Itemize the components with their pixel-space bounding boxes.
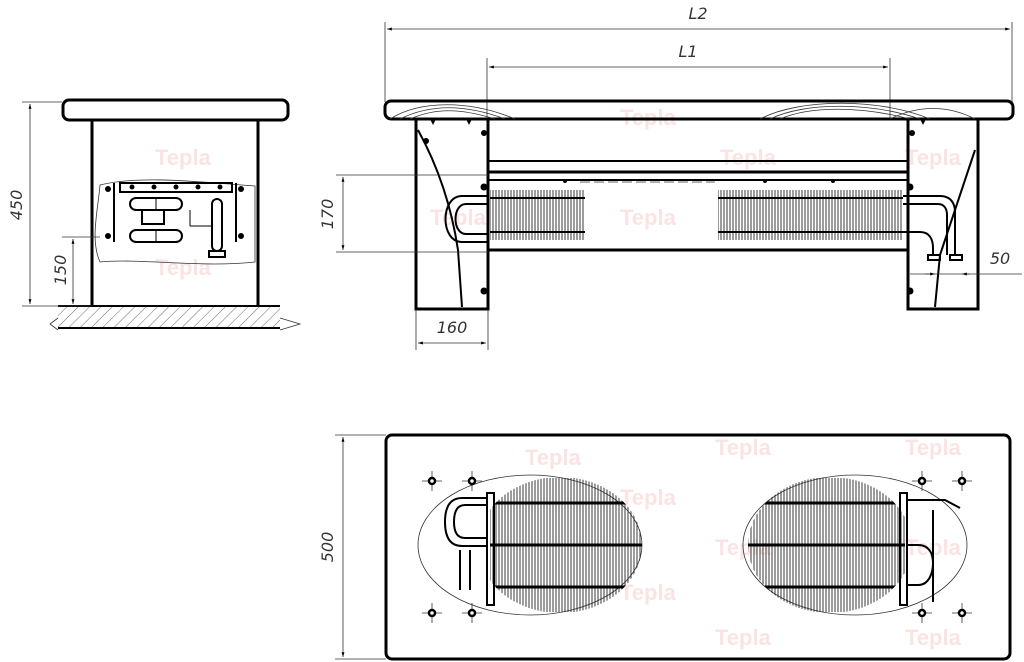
svg-text:Tepla: Tepla (720, 145, 777, 170)
svg-text:Tepla: Tepla (155, 145, 212, 170)
top-view (335, 433, 1012, 661)
mounting-bolts (422, 471, 972, 623)
dim-height-coil: 170 (318, 199, 337, 230)
dim-height-total: 450 (7, 190, 26, 221)
top-board-outline (384, 433, 1012, 661)
side-top-board (61, 98, 290, 122)
dim-length-inner: L1 (678, 42, 697, 61)
side-view (22, 98, 302, 331)
svg-text:Tepla: Tepla (715, 435, 772, 460)
svg-text:Tepla: Tepla (905, 435, 962, 460)
svg-text:Tepla: Tepla (620, 485, 677, 510)
svg-text:Tepla: Tepla (620, 205, 677, 230)
svg-text:Tepla: Tepla (905, 145, 962, 170)
dim-leg-width: 160 (437, 318, 468, 337)
front-view (336, 22, 1022, 350)
dim-length-total: L2 (688, 4, 707, 23)
right-section-break (742, 474, 968, 616)
dim-height-inlet: 150 (51, 255, 70, 286)
floor-hatch (58, 306, 280, 328)
svg-text:Tepla: Tepla (715, 625, 772, 650)
front-top-board (383, 99, 1015, 121)
svg-text:Tepla: Tepla (525, 445, 582, 470)
svg-text:Tepla: Tepla (155, 255, 212, 280)
dim-pipe-offset: 50 (990, 249, 1010, 268)
svg-text:Tepla: Tepla (905, 625, 962, 650)
dim-width: 500 (318, 532, 337, 563)
svg-text:Tepla: Tepla (620, 580, 677, 605)
